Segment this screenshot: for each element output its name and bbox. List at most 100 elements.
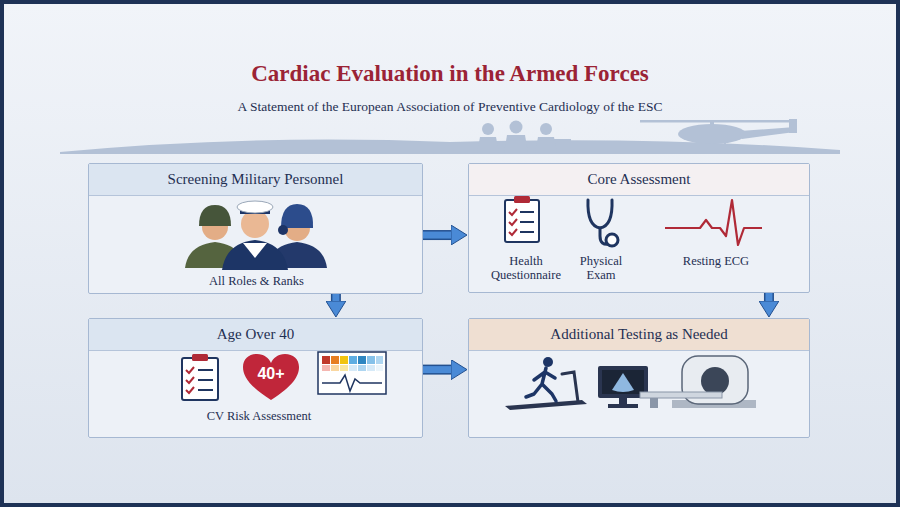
arrow-shaft	[423, 366, 451, 373]
item-caption: Resting ECG	[661, 254, 771, 268]
risk-chart-icon	[367, 356, 375, 364]
risk-chart-icon	[340, 356, 348, 364]
diagram-title: Cardiac Evaluation in the Armed Forces	[0, 60, 900, 88]
text-slot: CV Risk Assessment	[159, 409, 359, 423]
text-slot: 40+	[241, 352, 301, 402]
text-slot: Physical Exam	[572, 254, 630, 282]
treadmill-runner-icon	[505, 357, 587, 410]
panel-header-band: Additional Testing as Needed	[469, 319, 809, 351]
stethoscope-icon	[606, 234, 618, 246]
panel-fills	[88, 318, 423, 438]
ultrasound-monitor-icon	[612, 373, 634, 392]
heart-shape	[243, 354, 299, 400]
panel-heading: Screening Military Personnel	[168, 171, 344, 188]
label-slot: A Statement of the European Association …	[0, 99, 900, 115]
risk-chart-icon	[358, 356, 366, 364]
panel-fills	[88, 163, 810, 438]
questionnaire-icon	[520, 212, 534, 232]
helicopter-silhouette	[640, 120, 790, 123]
risk-chart-icon	[349, 356, 357, 364]
panel-heading: Age Over 40	[217, 326, 294, 343]
arrow-outline	[423, 365, 451, 375]
mri-scanner-icon	[701, 367, 729, 395]
risk-chart-icon	[349, 365, 357, 371]
text-slot: Health Questionnaire	[481, 254, 571, 282]
ultrasound-monitor-icon	[619, 398, 627, 404]
item-caption: Health Questionnaire	[481, 254, 571, 282]
text-slot: Resting ECG	[661, 254, 771, 268]
risk-chart-icon	[322, 375, 382, 391]
risk-checklist-icon	[182, 354, 218, 400]
helicopter-silhouette	[740, 127, 795, 139]
treadmill-runner-icon	[505, 400, 587, 410]
arrow-outline	[331, 294, 341, 301]
arrow-shaft	[332, 294, 339, 301]
title-slot: Cardiac Evaluation in the Armed Forces	[0, 60, 900, 88]
military-personnel-figures	[243, 243, 267, 258]
arrow-shaft	[765, 293, 772, 301]
text-slot: All Roles & Ranks	[149, 274, 364, 288]
panel-fills	[468, 318, 810, 438]
risk-checklist-icon	[182, 358, 218, 400]
risk-checklist-icon	[186, 367, 194, 393]
questionnaire-icon	[514, 196, 530, 203]
helicopter-silhouette	[678, 124, 746, 144]
panel-header-band: Screening Military Personnel	[89, 164, 422, 196]
treadmill-runner-icon	[562, 372, 578, 402]
risk-checklist-icon	[192, 354, 208, 361]
risk-chart-icon	[318, 352, 386, 394]
risk-chart-icon	[340, 365, 348, 371]
soldier-silhouettes	[553, 139, 571, 142]
panel-header-band: Core Assessment	[469, 164, 809, 196]
risk-chart-icon	[331, 365, 339, 371]
ultrasound-monitor-icon	[602, 370, 644, 394]
ultrasound-monitor-icon	[598, 366, 648, 408]
military-personnel-figures	[278, 225, 288, 235]
arrow-outline	[764, 293, 774, 301]
stethoscope-icon	[588, 200, 618, 246]
ecg-trace-icon	[665, 200, 762, 245]
soldier-silhouettes	[510, 121, 523, 134]
flow-arrow	[423, 369, 451, 370]
flow-arrow	[335, 294, 336, 301]
panel-fills	[88, 163, 423, 293]
questionnaire-icon	[505, 196, 539, 242]
mri-scanner-icon	[640, 356, 756, 408]
soldier-silhouettes	[482, 123, 494, 135]
item-caption: CV Risk Assessment	[159, 409, 359, 423]
risk-chart-icon	[331, 356, 339, 364]
helicopter-silhouette	[698, 142, 700, 148]
panel-heading: Core Assessment	[588, 171, 691, 188]
panel-heading: Additional Testing as Needed	[550, 326, 727, 343]
subtitle: A Statement of the European Association …	[0, 99, 900, 115]
risk-chart-icon	[322, 356, 330, 364]
arrow-shaft	[423, 232, 451, 239]
panel-header-band: Age Over 40	[89, 319, 422, 351]
helicopter-silhouette	[688, 147, 736, 149]
assessment-panel: Screening Military PersonnelAll Roles & …	[88, 163, 423, 294]
risk-chart-icon	[318, 352, 386, 394]
military-personnel-figures	[199, 205, 231, 226]
military-personnel-figures	[241, 210, 269, 238]
flow-arrow	[423, 235, 451, 236]
risk-chart-icon	[376, 356, 383, 364]
mri-scanner-icon	[640, 392, 722, 398]
panel-fills	[468, 163, 810, 293]
item-caption: All Roles & Ranks	[149, 274, 364, 288]
helicopter-silhouette	[724, 142, 726, 148]
risk-chart-icon	[367, 365, 375, 371]
questionnaire-icon	[505, 200, 539, 242]
ecg-trace-icon	[665, 200, 762, 245]
risk-checklist-icon	[198, 370, 213, 390]
arrow-outline	[423, 230, 451, 240]
helicopter-silhouette	[640, 119, 797, 149]
flow-arrow	[768, 293, 769, 301]
military-personnel-figures	[281, 204, 313, 228]
stethoscope-icon	[588, 200, 612, 228]
assessment-panel: Age Over 40 CV Risk Assessment 40+	[88, 318, 423, 438]
item-caption: Physical Exam	[572, 254, 630, 282]
soldier-silhouettes	[540, 123, 552, 135]
risk-chart-icon	[376, 365, 383, 371]
